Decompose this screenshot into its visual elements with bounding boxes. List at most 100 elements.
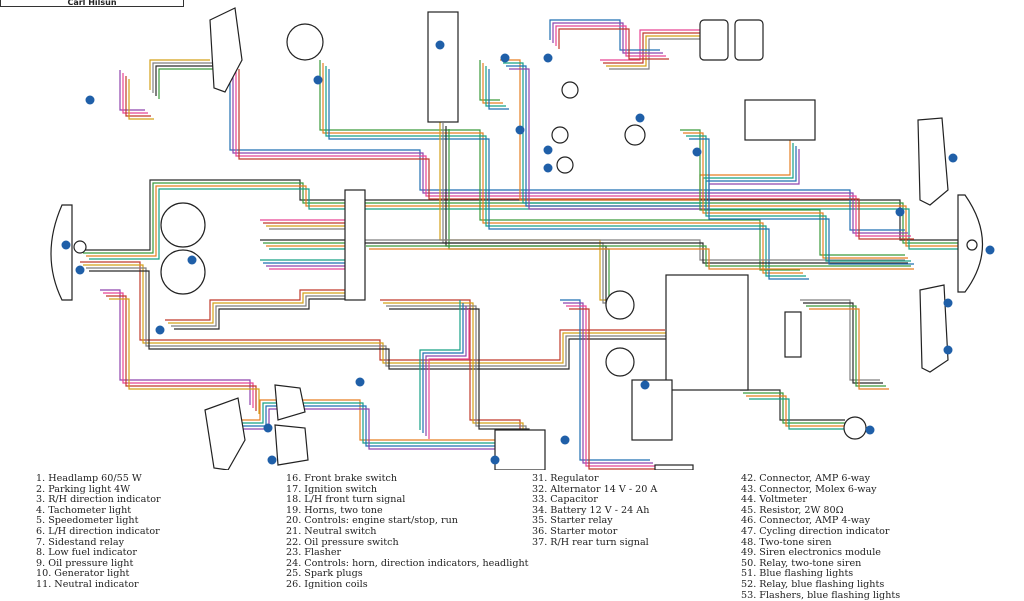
- turn-signal-rear-right: [917, 117, 949, 206]
- turn-signal-front-right: [204, 397, 246, 470]
- regulator: [665, 274, 749, 391]
- wire: [319, 60, 800, 271]
- wire: [219, 408, 504, 450]
- legend-item: 45. Resistor, 2W 80Ω: [741, 504, 844, 516]
- legend-column-1: 1. Headlamp 60/55 W 2. Parking light 4W …: [36, 473, 161, 591]
- wire: [569, 308, 659, 470]
- legend-item: 21. Neutral switch: [286, 525, 377, 537]
- wire: [560, 299, 650, 461]
- wire: [216, 405, 501, 447]
- wire-harness: [80, 19, 969, 470]
- callout-dot: [75, 265, 85, 275]
- wire: [165, 289, 345, 321]
- legend-item: 5. Speedometer light: [36, 515, 139, 527]
- wire: [360, 239, 905, 261]
- headlamp-bulb: [73, 240, 87, 254]
- callout-dot: [515, 125, 525, 135]
- callout-dot: [948, 153, 958, 163]
- legend-item: 53. Flashers, blue flashing lights: [741, 589, 901, 601]
- legend-item: 37. R/H rear turn signal: [532, 536, 649, 548]
- legend-item: 17. Ignition switch: [286, 483, 378, 495]
- blue-flashing-light-3: [556, 156, 574, 174]
- legend-item: 9. Oil pressure light: [36, 557, 134, 569]
- legend-item: 8. Low fuel indicator: [36, 547, 137, 559]
- wire: [109, 298, 260, 414]
- legend-item: 19. Horns, two tone: [286, 504, 383, 516]
- legend-item: 47. Cycling direction indicator: [741, 525, 890, 537]
- wire: [366, 245, 911, 267]
- callout-dot: [543, 163, 553, 173]
- oil-pressure-switch: [624, 124, 646, 146]
- wire: [238, 69, 914, 240]
- legend-item: 26. Ignition coils: [286, 578, 368, 590]
- callout-dot: [640, 380, 650, 390]
- legend-item: 35. Starter relay: [532, 515, 613, 527]
- siren-module-2: [734, 19, 764, 61]
- headlamp-front: [50, 204, 73, 301]
- callout-markers: [61, 40, 995, 465]
- callout-dot: [895, 207, 905, 217]
- wire: [482, 63, 503, 104]
- siren-module-1: [699, 19, 729, 61]
- wire: [803, 302, 883, 384]
- battery: [654, 464, 694, 470]
- callout-dot: [865, 425, 875, 435]
- turn-signal-rear-right-lower: [919, 284, 949, 373]
- wire: [100, 289, 251, 405]
- wire: [485, 66, 506, 107]
- legend-item: 1. Headlamp 60/55 W: [36, 473, 142, 484]
- wire: [445, 126, 626, 307]
- legend-column-4: 42. Connector, AMP 6-way 43. Connector, …: [741, 473, 901, 601]
- legend-item: 31. Regulator: [532, 473, 599, 484]
- callout-dot: [543, 145, 553, 155]
- wire: [389, 308, 530, 449]
- wire: [479, 60, 500, 101]
- components: [50, 7, 983, 470]
- connector-block: [344, 189, 366, 301]
- wire: [566, 305, 656, 467]
- legend-column-2: 16. Front brake switch 17. Ignition swit…: [286, 473, 529, 591]
- callout-dot: [313, 75, 323, 85]
- legend-item: 48. Two-tone siren: [741, 536, 832, 548]
- legend-item: 20. Controls: engine start/stop, run: [286, 515, 458, 527]
- wire: [563, 302, 653, 464]
- legend-item: 22. Oil pressure switch: [286, 536, 399, 548]
- horn-2: [605, 347, 635, 377]
- wire: [171, 295, 351, 327]
- horn-left-2: [274, 424, 309, 466]
- wire: [328, 69, 809, 280]
- wire: [600, 29, 700, 61]
- wire: [448, 129, 629, 310]
- wiring-diagram: [50, 7, 995, 470]
- wire: [746, 395, 851, 427]
- callout-dot: [985, 245, 995, 255]
- legend-item: 11. Neutral indicator: [36, 578, 139, 590]
- tachometer: [160, 202, 206, 248]
- callout-dot: [560, 435, 570, 445]
- wire: [689, 138, 914, 265]
- wire: [210, 399, 495, 441]
- legend-item: 4. Tachometer light: [36, 504, 132, 516]
- speedometer: [160, 249, 206, 295]
- wire: [800, 299, 880, 381]
- wire: [488, 69, 509, 110]
- callout-dot: [943, 298, 953, 308]
- legend-item: 43. Connector, Molex 6-way: [741, 483, 877, 495]
- wire: [155, 65, 216, 96]
- tail-lamp-bulb: [966, 239, 978, 251]
- wire: [809, 308, 889, 390]
- wire: [419, 300, 461, 430]
- wire: [686, 135, 911, 262]
- callout-dot: [85, 95, 95, 105]
- wire: [558, 28, 669, 60]
- blue-flashing-light-1: [561, 81, 579, 99]
- wire: [325, 66, 806, 277]
- wire: [555, 25, 666, 57]
- callout-dot: [692, 147, 702, 157]
- wire: [322, 63, 803, 274]
- wire: [235, 66, 911, 237]
- legend-item: 51. Blue flashing lights: [741, 568, 854, 580]
- wire: [806, 305, 886, 387]
- wire: [383, 302, 524, 443]
- callout-dot: [435, 40, 445, 50]
